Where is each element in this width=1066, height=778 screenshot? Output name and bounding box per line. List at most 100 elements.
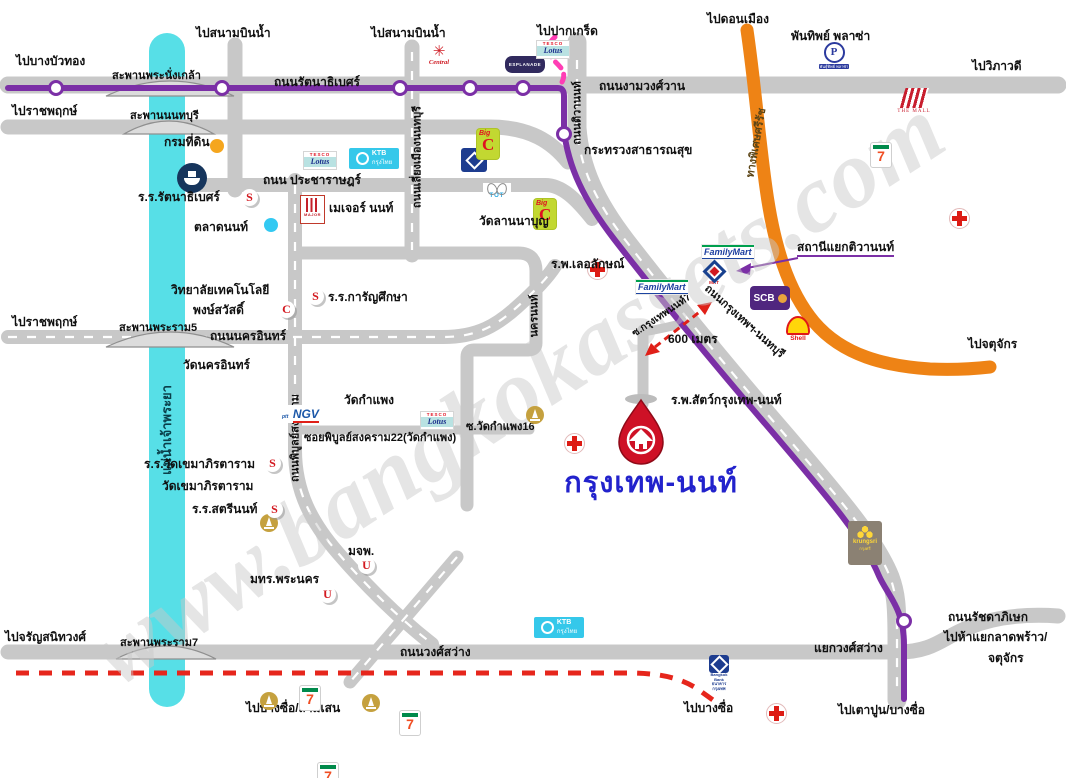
krungsri-bank-logo: krungsri กรุงศรี: [848, 521, 882, 565]
place-ministry-public-health: กระทรวงสาธารณสุข: [584, 143, 693, 157]
scb-gold-icon: [777, 293, 787, 303]
school-s-badge-icon: S: [264, 455, 281, 472]
dir-sanam-bin-nam-2: ไปสนามบินน้ำ: [371, 26, 446, 40]
ktb-wave-icon: [540, 621, 554, 634]
shell-icon: [786, 316, 810, 335]
dir-tao-pun-bang-sue: ไปเตาปูน/บางซื่อ: [838, 703, 926, 717]
destination-name: กรุงเทพ-นนท์: [564, 467, 738, 499]
temple-icon: [362, 694, 380, 712]
bridge-rama7: สะพานพระราม7: [120, 637, 199, 649]
bridge-arc-rama7: [115, 645, 217, 660]
krungsri-lotus-icon: [857, 526, 873, 538]
mrt-station-icon: [896, 613, 912, 629]
the-mall-stripes-icon: [899, 88, 929, 108]
dir-ratchaphruek-top: ไปราชพฤกษ์: [12, 104, 78, 118]
ptt-ngv-logo: ptt NGV: [282, 405, 320, 423]
ktb-wave-icon: [355, 152, 369, 165]
dir-wiphawadi: ไปวิภาวดี: [972, 59, 1022, 73]
road-label-rattanathibet: ถนนรัตนาธิเบศร์: [274, 75, 360, 89]
dir-ratchaphruek-mid: ไปราชพฤกษ์: [12, 315, 78, 329]
place-tech-college-line2: พงษ์สวัสดิ์: [193, 303, 244, 317]
road-label-soi-kamphaeng16: ซ.วัดกำแพง16: [466, 421, 535, 433]
mrt-station-logo: MRT: [701, 259, 727, 287]
destination-pin: [618, 394, 664, 465]
tot-logo: TOT: [483, 181, 511, 200]
bridge-rama5: สะพานพระราม5: [119, 322, 198, 334]
hospital-cross-icon: [766, 703, 787, 724]
soi7-600m-arrow: [645, 302, 712, 356]
place-talat-non: ตลาดนนท์: [194, 220, 248, 234]
land-department-dot-icon: [210, 139, 224, 153]
mrt-station-icon: [462, 80, 478, 96]
road-nakhon-non: [288, 246, 543, 512]
seven-eleven-logo: 7: [399, 710, 421, 736]
road-tiwanon-krungthep-non: [567, 32, 907, 710]
road-label-nakhon-non: นครนนท์: [528, 294, 541, 338]
dir-lat-phrao-line2: จตุจักร: [988, 651, 1024, 665]
university-u-badge-icon: U: [358, 557, 375, 574]
temple-icon: [260, 692, 278, 710]
school-s-badge-icon: S: [241, 189, 258, 206]
road-wong-sawang-ratchada: [0, 607, 1066, 660]
mrt-station-icon: [392, 80, 408, 96]
hospital-cross-icon: [949, 208, 970, 229]
pantip-p-icon: P: [823, 42, 845, 63]
central-logo: ✳ Central: [424, 44, 454, 66]
mrt-station-icon: [214, 80, 230, 96]
seven-eleven-logo: 7: [317, 762, 339, 778]
temple-icon: [526, 406, 544, 424]
place-karanyasuksa-school: ร.ร.การัญศึกษา: [328, 290, 408, 304]
mrt-station-icon: [556, 126, 572, 142]
place-lerlak-hospital: ร.พ.เลอลักษณ์: [551, 257, 625, 271]
college-c-badge-icon: C: [278, 301, 295, 318]
place-wat-khema: วัดเขมาภิรตาราม: [162, 479, 254, 493]
road-ratchaphruek: [0, 119, 576, 170]
talat-non-dot-icon: [264, 218, 278, 232]
dir-bang-bua-thong: ไปบางบัวทอง: [16, 54, 86, 68]
school-s-badge-icon: S: [266, 501, 283, 518]
place-wat-nakhon-in: วัดนครอินทร์: [183, 358, 250, 372]
place-satri-non-school: ร.ร.สตรีนนท์: [192, 502, 258, 516]
bridge-phra-nangklao: สะพานพระนั่งเกล้า: [112, 70, 201, 82]
place-major-non: เมเจอร์ นนท์: [329, 201, 394, 215]
dir-sanam-bin-nam-1: ไปสนามบินน้ำ: [196, 26, 271, 40]
ferry-pier-icon: [177, 163, 207, 193]
dir-charan-sanitwong: ไปจรัญสนิทวงศ์: [5, 630, 87, 644]
station-pointer-arrow: [736, 257, 799, 275]
place-wat-kamphaeng: วัดกำแพง: [344, 393, 395, 407]
place-pantip-plaza: พันทิพย์ พลาซ่า: [791, 29, 871, 43]
hospital-cross-icon: [564, 433, 585, 454]
chao-phraya-river: [149, 33, 185, 707]
place-wat-khema-school: ร.ร.วัดเขมาภิรตาราม: [144, 457, 256, 471]
road-pracharat: [193, 178, 599, 226]
major-bars-icon: [306, 198, 319, 212]
dir-lat-phrao-line1: ไปห้าแยกลาดพร้าว/: [944, 630, 1048, 644]
label-600m: 600 เมตร: [668, 332, 718, 346]
seven-eleven-logo: 7: [870, 142, 892, 168]
central-star-icon: ✳: [432, 42, 446, 60]
home-icon: [629, 429, 653, 441]
scb-bank-logo: SCB: [750, 286, 790, 310]
place-land-department: กรมที่ดิน: [164, 135, 210, 149]
mrt-stations: [48, 80, 912, 629]
school-s-badge-icon: S: [307, 288, 324, 305]
road-label-tiwanon: ถนนติวานนท์: [571, 81, 584, 145]
road-label-wong-sawang: ถนนวงศ์สว่าง: [400, 645, 471, 659]
place-kmutnb: มจพ.: [348, 544, 375, 558]
dir-bang-sue: ไปบางซื่อ: [684, 701, 734, 715]
road-label-ngamwongwan: ถนนงามวงศ์วาน: [599, 79, 686, 93]
esplanade-logo: ESPLANADE: [505, 56, 545, 73]
place-wat-lan-na-bun: วัดลานนาบุญ: [479, 214, 549, 228]
road-label-soi-phibun22: ซอยพิบูลย์สงคราม22(วัดกำแพง): [304, 432, 457, 444]
hospital-cross-icon: [587, 259, 608, 280]
place-rmutp: มทร.พระนคร: [250, 572, 320, 586]
the-mall-logo: THE MALL: [896, 88, 932, 115]
bridge-arc-nonthaburi: [121, 120, 217, 135]
junction-wong-sawang: แยกวงศ์สว่าง: [814, 641, 883, 655]
tot-butterfly-icon: [483, 181, 511, 197]
